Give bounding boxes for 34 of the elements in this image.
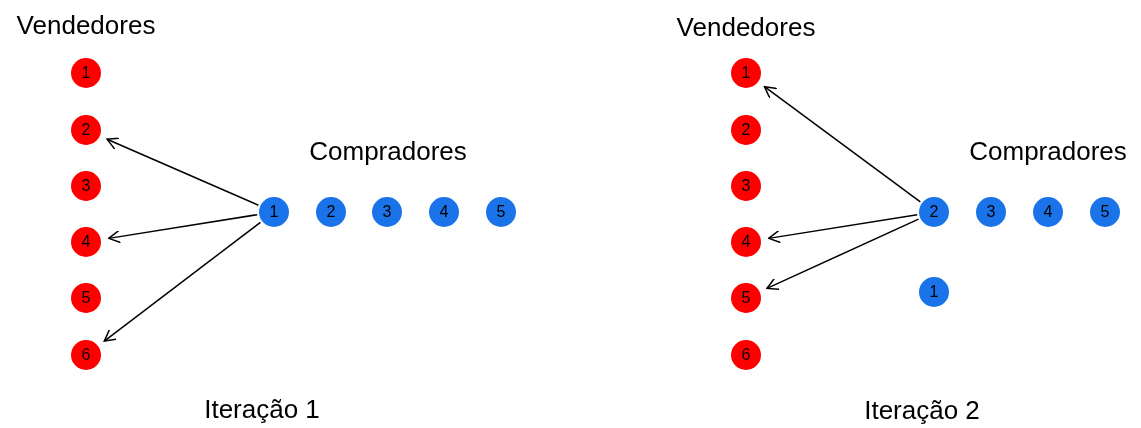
- buyer-node: 4: [429, 197, 459, 227]
- seller-node: 1: [71, 58, 101, 88]
- buyer-node: 2: [316, 197, 346, 227]
- seller-node: 3: [71, 171, 101, 201]
- seller-node: 1: [731, 58, 761, 88]
- group-heading: Compradores: [969, 136, 1127, 167]
- seller-node: 2: [731, 115, 761, 145]
- buyer-node: 4: [1033, 197, 1063, 227]
- arrow: [107, 213, 258, 244]
- seller-node: 5: [71, 283, 101, 313]
- seller-node: 2: [71, 115, 101, 145]
- arrow: [103, 221, 262, 342]
- seller-node: 4: [731, 227, 761, 257]
- arrow: [763, 85, 922, 203]
- arrow: [766, 218, 920, 291]
- arrow: [767, 213, 918, 244]
- buyer-node: 3: [976, 197, 1006, 227]
- buyer-node: 3: [372, 197, 402, 227]
- iteration-caption: Iteração 1: [204, 394, 320, 425]
- buyer-node: 1: [259, 197, 289, 227]
- buyer-node: 5: [1090, 197, 1120, 227]
- group-heading: Compradores: [309, 136, 467, 167]
- iteration-caption: Iteração 2: [864, 395, 980, 426]
- seller-node: 6: [71, 340, 101, 370]
- seller-node: 3: [731, 171, 761, 201]
- buyer-node: 2: [919, 197, 949, 227]
- seller-node: 6: [731, 340, 761, 370]
- seller-node: 5: [731, 283, 761, 313]
- group-heading: Vendedores: [676, 12, 816, 43]
- arrow: [106, 137, 260, 206]
- seller-node: 4: [71, 227, 101, 257]
- buyer-node: 5: [486, 197, 516, 227]
- group-heading: Vendedores: [16, 10, 156, 41]
- buyer-node: 1: [919, 277, 949, 307]
